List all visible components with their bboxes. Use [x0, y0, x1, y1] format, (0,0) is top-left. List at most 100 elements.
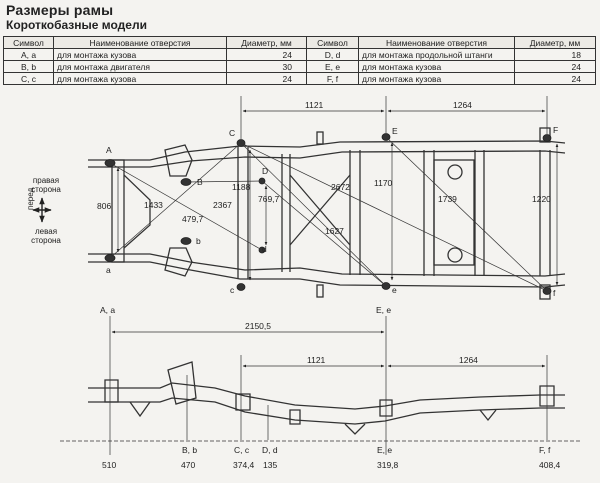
dim-label: 2672	[331, 182, 350, 192]
dim-label: 769,7	[258, 194, 280, 204]
diag-c-f	[240, 142, 548, 292]
diag-c-e	[240, 142, 387, 287]
side-label-ee: E, e	[377, 445, 392, 455]
height-label: 319,8	[377, 460, 399, 470]
rear-box-hole	[447, 247, 463, 263]
table-header: Символ	[306, 36, 359, 49]
height-label: 510	[102, 460, 116, 470]
dim-label: 1121	[307, 355, 326, 365]
side-rail-top	[88, 382, 565, 410]
page-subtitle: Короткобазные модели	[6, 18, 147, 32]
front-crossmember	[111, 159, 125, 263]
point-label-F: F	[553, 125, 558, 135]
table-header: Наименование отверстия	[358, 36, 515, 49]
dim-label: 2367	[213, 200, 232, 210]
table-cell: 24	[514, 72, 596, 85]
point-label-b: b	[196, 236, 201, 246]
crossmember-mid	[349, 150, 361, 275]
side-label-aa-top: A, a	[100, 305, 115, 315]
point-label-f: f	[553, 288, 556, 298]
dim-label: 1627	[325, 226, 344, 236]
hole-F	[542, 134, 552, 142]
crossmember-rear2	[539, 150, 551, 276]
bracket-a	[104, 379, 119, 403]
dim-label: 1264	[453, 100, 472, 110]
top-horizontal-dimension	[240, 96, 548, 139]
side-label-ff: F, f	[539, 445, 551, 455]
engine-mount-lower	[164, 247, 193, 277]
table-header: Наименование отверстия	[53, 36, 227, 49]
dim-label: 2150,5	[245, 321, 271, 331]
point-label-E: E	[392, 126, 398, 136]
upper-rail	[88, 140, 566, 161]
hole-b	[180, 237, 192, 245]
side-label-cc: C, c	[234, 445, 250, 455]
bracket	[539, 127, 551, 143]
dim-label: 1188	[232, 182, 251, 192]
bracket-d	[289, 409, 301, 425]
page-title: Размеры рамы	[6, 2, 114, 18]
diagonal-dimensions	[109, 136, 548, 292]
point-label-d: d	[262, 244, 267, 254]
table-header-row: Символ Наименование отверстия Диаметр, м…	[3, 36, 596, 49]
width-dimensions	[116, 142, 559, 286]
lower-rail	[88, 253, 566, 277]
dim-label: 479,7	[182, 214, 204, 224]
bracket-c	[235, 393, 251, 411]
diag-a-c	[109, 142, 242, 259]
orientation-indicator: правая сторона левая сторона перед	[26, 176, 61, 245]
dim-label: 1170	[374, 178, 393, 188]
hanger	[479, 409, 497, 422]
x-brace	[289, 174, 351, 246]
crossmember-d	[281, 154, 291, 272]
left-side-label-1: левая	[35, 227, 57, 236]
table-row: B, b для монтажа двигателя 30 E, e для м…	[3, 60, 596, 73]
side-label-dd: D, d	[262, 445, 278, 455]
point-label-c: c	[230, 285, 235, 295]
diag-e-f	[385, 136, 548, 292]
engine-mount-upper	[164, 144, 193, 177]
diag-a-d	[109, 162, 263, 251]
height-label: 408,4	[539, 460, 561, 470]
dim-label: 1220	[532, 194, 551, 204]
side-label-ee-top: E, e	[376, 305, 391, 315]
side-rail-bottom	[88, 397, 565, 425]
table-cell: 24	[226, 72, 307, 85]
right-side-label-2: сторона	[31, 185, 61, 194]
point-label-A: A	[106, 145, 112, 155]
table-header: Диаметр, мм	[226, 36, 307, 49]
bracket-b	[167, 361, 197, 405]
rear-box-hole	[447, 164, 463, 180]
front-label: перед	[26, 187, 35, 210]
point-label-C: C	[229, 128, 235, 138]
height-label: 135	[263, 460, 277, 470]
table-cell: C, c	[3, 72, 54, 85]
height-label: 470	[181, 460, 195, 470]
height-label: 374,4	[233, 460, 255, 470]
crossmember-e	[423, 150, 435, 276]
crossmember-rear1	[474, 150, 485, 276]
upper-rail-inner	[88, 150, 566, 168]
crossmember-c	[237, 146, 249, 279]
front-bracket	[123, 174, 151, 249]
table-header: Диаметр, мм	[514, 36, 596, 49]
dim-label: 1264	[459, 355, 478, 365]
mounting-holes-table: Символ Наименование отверстия Диаметр, м…	[3, 36, 596, 85]
right-side-label-1: правая	[33, 176, 59, 185]
frame-top-view	[88, 127, 566, 300]
bracket-e	[379, 399, 393, 417]
dim-label: 806	[97, 201, 111, 211]
dim-label: 1121	[305, 100, 324, 110]
dim-label: 1433	[144, 200, 163, 210]
side-view-dimensions	[60, 316, 580, 455]
frame-side-view	[88, 361, 565, 435]
point-label-B: B	[197, 177, 203, 187]
hanger	[129, 401, 151, 418]
point-label-D: D	[262, 166, 268, 176]
side-label-bb: B, b	[182, 445, 197, 455]
bracket	[316, 284, 324, 298]
diag-d-e	[261, 180, 387, 287]
dim-label: 1739	[438, 194, 457, 204]
rear-box	[433, 159, 475, 266]
lower-rail-outer	[88, 261, 566, 288]
